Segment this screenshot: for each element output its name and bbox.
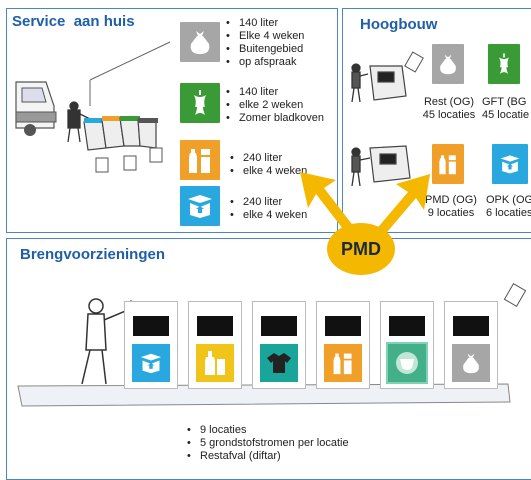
gft-tile xyxy=(180,83,220,123)
pmd-badge: PMD xyxy=(327,223,395,275)
hoogbouw-pmd-caption: PMD (OG) 9 locaties xyxy=(416,194,486,220)
bay-face xyxy=(132,344,170,382)
pmd-info-list: 240 liter elke 4 weken xyxy=(229,152,307,178)
bay-glas xyxy=(188,301,242,389)
caption-line: 45 locaties xyxy=(422,109,476,121)
bay-opk xyxy=(124,301,178,389)
container-icon xyxy=(369,65,407,101)
caption-line: Rest (OG) xyxy=(423,96,475,108)
pmd-tile xyxy=(180,140,220,180)
service-title: Service aan huis xyxy=(12,13,135,30)
bay-slot xyxy=(261,316,297,336)
list-item: Restafval (diftar) xyxy=(186,450,349,463)
hoogbouw-title: Hoogbouw xyxy=(360,16,438,33)
caption-line: 45 locatie xyxy=(482,109,530,121)
bay-face xyxy=(196,344,234,382)
gft-info-list: 140 liter elke 2 weken Zomer bladkoven xyxy=(225,86,324,125)
list-item: op afspraak xyxy=(225,56,304,69)
bay-luiers xyxy=(380,301,434,389)
bay-face xyxy=(386,342,428,384)
bottle-can-icon xyxy=(333,353,352,375)
caption-line: GFT (BG xyxy=(482,96,527,108)
bay-textiel xyxy=(252,301,306,389)
list-item: 240 liter xyxy=(229,196,307,209)
shirt-icon xyxy=(267,353,291,373)
box-recycle-icon xyxy=(188,195,212,218)
box-recycle-icon xyxy=(500,155,520,174)
bay-face xyxy=(452,344,490,382)
bay-slot xyxy=(389,316,425,336)
bay-slot xyxy=(197,316,233,336)
list-item: 5 grondstofstromen per locatie xyxy=(186,437,349,450)
person-icon xyxy=(351,147,371,187)
hoogbouw-opk-caption: OPK (OG 6 locaties xyxy=(486,194,531,220)
list-item: 9 locaties xyxy=(186,424,349,437)
tag-icon xyxy=(404,51,424,73)
bottle-can-icon xyxy=(439,155,456,175)
caption-line: 9 locaties xyxy=(427,207,475,219)
garbage-bag-icon xyxy=(463,353,479,374)
person-icon xyxy=(351,63,369,103)
list-item: elke 2 weken xyxy=(225,99,324,112)
hoogbouw-rest-caption: Rest (OG) 45 locaties xyxy=(414,96,484,122)
rest-tile xyxy=(180,22,220,62)
person-icon xyxy=(81,298,129,385)
bay-slot xyxy=(133,316,169,336)
hoogbouw-gft-tile xyxy=(488,44,520,84)
caption-line: PMD (OG) xyxy=(425,194,477,206)
garbage-bag-icon xyxy=(190,31,210,54)
garbage-bag-icon xyxy=(440,54,456,75)
breng-info-list: 9 locaties 5 grondstofstromen per locati… xyxy=(186,424,349,463)
rest-info-list: 140 liter Elke 4 weken Buitengebied op a… xyxy=(225,17,304,69)
list-item: 140 liter xyxy=(225,86,324,99)
hoogbouw-pmd-tile xyxy=(432,144,464,184)
bottle-can-icon xyxy=(189,149,210,173)
bay-pmd xyxy=(316,301,370,389)
list-item: elke 4 weken xyxy=(229,209,307,222)
opk-info-list: 240 liter elke 4 weken xyxy=(229,196,307,222)
breng-title: Brengvoorzieningen xyxy=(20,246,166,263)
apple-core-icon xyxy=(499,53,509,74)
bay-face xyxy=(260,344,298,382)
list-item: Buitengebied xyxy=(225,43,304,56)
tag-icon xyxy=(95,147,163,173)
list-item: 240 liter xyxy=(229,152,307,165)
hoogbouw-gft-caption: GFT (BG 45 locatie xyxy=(482,96,531,122)
service-illustration xyxy=(15,41,171,173)
box-recycle-icon xyxy=(140,353,162,374)
arrow-up-left-icon xyxy=(300,172,358,238)
hoogbouw-illustration-top xyxy=(351,51,424,103)
list-item: Elke 4 weken xyxy=(225,30,304,43)
list-item: Zomer bladkoven xyxy=(225,112,324,125)
bay-slot xyxy=(453,316,489,336)
diaper-icon xyxy=(396,352,418,374)
bay-slot xyxy=(325,316,361,336)
bay-rest xyxy=(444,301,498,389)
hoogbouw-rest-tile xyxy=(432,44,464,84)
container-icon xyxy=(369,145,411,183)
bay-face xyxy=(324,344,362,382)
glass-bottle-icon xyxy=(205,351,225,375)
list-item: 140 liter xyxy=(225,17,304,30)
hoogbouw-illustration-bottom xyxy=(351,145,411,187)
hoogbouw-opk-tile xyxy=(492,144,528,184)
truck-icon xyxy=(15,81,57,136)
apple-core-icon xyxy=(194,90,206,115)
container-icon xyxy=(83,116,158,151)
caption-line: 6 locaties xyxy=(486,207,531,219)
list-item: elke 4 weken xyxy=(229,165,307,178)
tag-icon xyxy=(503,283,527,307)
opk-tile xyxy=(180,186,220,226)
arrow-up-right-icon xyxy=(374,174,430,238)
caption-line: OPK (OG xyxy=(486,194,531,206)
